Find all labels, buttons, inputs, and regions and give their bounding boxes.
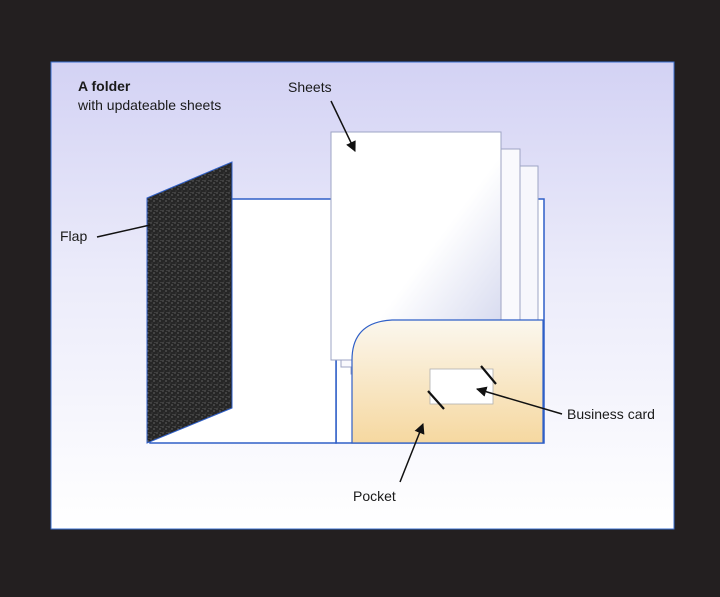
folder-flap (146, 161, 233, 444)
label-business-card: Business card (567, 406, 655, 422)
diagram-subtitle: with updateable sheets (77, 97, 221, 113)
business-card-leader-arrow (475, 386, 563, 415)
flap-leader-line (96, 224, 151, 238)
card-slit-top (480, 365, 497, 385)
label-pocket: Pocket (353, 488, 396, 504)
card-slit-bottom (427, 390, 445, 410)
pocket-leader-arrow (399, 423, 425, 483)
diagram-title: A folder (78, 78, 131, 94)
business-card (429, 368, 494, 405)
label-flap: Flap (60, 228, 87, 244)
label-sheets: Sheets (288, 79, 332, 95)
sheets-leader-arrow (330, 100, 356, 152)
